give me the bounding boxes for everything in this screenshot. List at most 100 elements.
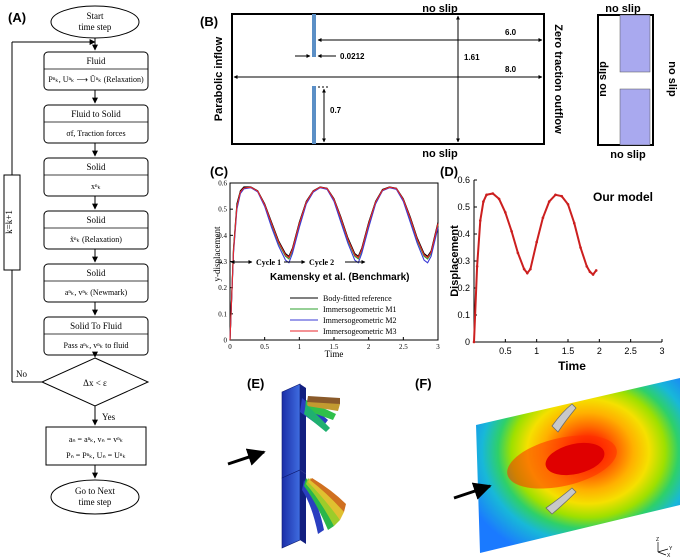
inset-top-label: no slip xyxy=(605,3,641,15)
chart-d-point xyxy=(541,216,545,220)
chart-d-point xyxy=(504,211,507,214)
inflow-label: Parabolic inflow xyxy=(213,36,225,121)
s2f-title: Solid To Fluid xyxy=(70,321,122,331)
yes-label: Yes xyxy=(102,412,116,422)
solid2-eq: x̃ⁿₖ (Relaxation) xyxy=(70,235,122,244)
chart-c-ytick: 0 xyxy=(224,337,228,345)
chart-d-point xyxy=(585,265,589,268)
chart-d-series xyxy=(473,192,597,343)
chart-d-point xyxy=(560,194,564,198)
s2f-eq: Pass aⁿₖ, vⁿₖ to fluid xyxy=(64,341,129,350)
no-label: No xyxy=(16,369,27,379)
update-line-2: Pₙ = Pⁿₖ, Uₙ = Uⁿₖ xyxy=(66,451,126,460)
chart-c-ytick: 0.2 xyxy=(218,284,227,292)
panel-f-flowfield: (F) Z Y X xyxy=(415,376,680,557)
chart-d-point xyxy=(475,265,479,268)
chart-d-point xyxy=(572,221,576,225)
chart-c-xtick: 1.5 xyxy=(330,343,339,351)
chart-c-ytick: 0.4 xyxy=(218,232,227,240)
chart-c-ytick: 0.6 xyxy=(218,180,227,188)
solid3-title: Solid xyxy=(86,268,106,278)
chart-d-point xyxy=(525,271,529,275)
chart-d-xtick: 1 xyxy=(534,346,539,356)
fluid-box xyxy=(43,51,149,91)
start-line-1: Start xyxy=(87,11,104,21)
annot-benchmark: Kamensky et al. (Benchmark) xyxy=(270,272,410,283)
chart-c-ytick: 0.1 xyxy=(218,310,227,318)
chart-d-point xyxy=(566,203,570,206)
inset-bottom-label: no slip xyxy=(610,149,646,161)
panel-label-b: (B) xyxy=(200,14,218,29)
chart-d-ytick: 0.5 xyxy=(457,202,470,212)
legend-m2: Immersogeometric M2 xyxy=(323,316,397,325)
loop-counter: k=k+1 xyxy=(4,210,14,234)
lower-leaflet-3d xyxy=(281,469,346,549)
axis-x: X xyxy=(667,553,671,557)
chart-d-ylabel: Displacement xyxy=(449,225,461,297)
chart-d-xtick: 0.5 xyxy=(499,346,512,356)
lower-leaflet-f xyxy=(545,487,577,515)
dim-height: 1.61 xyxy=(464,53,480,62)
chart-c-ylabel: y-displacement xyxy=(212,226,222,281)
upper-leaflet xyxy=(312,14,316,57)
loop-counter-box xyxy=(3,174,21,271)
chart-c-xtick: 0.5 xyxy=(260,343,269,351)
chart-c-xtick: 3 xyxy=(436,343,440,351)
upper-leaflet-3d xyxy=(281,383,340,479)
end-line-2: time step xyxy=(79,497,112,507)
panel-a-flowchart: (A) Start time step Fluid Pⁿₖ, Uⁿₖ ⟶ Ũⁿₖ… xyxy=(3,5,150,515)
chart-d-point xyxy=(485,193,488,197)
panel-label-c: (C) xyxy=(210,164,228,179)
start-line-2: time step xyxy=(79,22,112,32)
chart-c-xtick: 2 xyxy=(367,343,371,351)
legend-m3: Immersogeometric M3 xyxy=(323,327,397,336)
dim-thickness: 0.0212 xyxy=(340,52,365,61)
f2s-title: Fluid to Solid xyxy=(71,109,121,119)
solid3-eq: aⁿₖ, vⁿₖ (Newmark) xyxy=(65,288,128,297)
dim-total: 8.0 xyxy=(505,65,517,74)
panel-label-e: (E) xyxy=(247,376,264,391)
chart-d-point xyxy=(579,246,582,249)
panel-label-d: (D) xyxy=(440,164,458,179)
upper-leaflet-f xyxy=(551,403,577,433)
chart-d-ytick: 0 xyxy=(465,337,470,347)
panel-b-domain: (B) no slip no slip Parabolic inflow Zer… xyxy=(200,3,678,161)
chart-d-xtick: 1.5 xyxy=(562,346,575,356)
dim-length: 6.0 xyxy=(505,28,517,37)
inset-lower-leaflet xyxy=(619,88,651,146)
fluid-eq: Pⁿₖ, Uⁿₖ ⟶ Ũⁿₖ (Relaxation) xyxy=(48,74,144,84)
solid-box-1 xyxy=(43,157,149,197)
panel-label-a: (A) xyxy=(8,10,26,25)
f2s-eq: σf, Traction forces xyxy=(66,129,125,138)
chart-d-xtick: 3 xyxy=(659,346,664,356)
chart-d-point xyxy=(594,269,598,272)
chart-d-point xyxy=(522,267,526,271)
chart-c-ytick: 0.5 xyxy=(218,206,227,214)
chart-c-series-3 xyxy=(229,186,439,341)
chart-d-point xyxy=(535,240,538,244)
chart-d-point xyxy=(497,197,501,201)
annot-our-model: Our model xyxy=(593,190,653,204)
top-wall-label: no slip xyxy=(422,3,458,15)
chart-c-xtick: 2.5 xyxy=(399,343,408,351)
chart-c-ytick: 0.3 xyxy=(218,258,227,266)
chart-d-point xyxy=(478,219,482,222)
solid1-eq: xⁿₖ xyxy=(91,182,101,191)
channel-box xyxy=(231,13,545,145)
axis-y: Y xyxy=(669,546,673,552)
chart-d-xlabel: Time xyxy=(558,359,586,373)
chart-d-ytick: 0.3 xyxy=(457,256,470,266)
chart-d-ytick: 0.1 xyxy=(457,310,470,320)
axes-triad: Z Y X xyxy=(656,537,673,557)
chart-d-xtick: 2 xyxy=(597,346,602,356)
legend-ref: Body-fitted reference xyxy=(323,294,392,303)
chart-d-point xyxy=(547,200,551,203)
panel-label-f: (F) xyxy=(415,376,432,391)
inset-right-label: no slip xyxy=(666,61,678,97)
chart-d-point xyxy=(554,193,557,197)
update-box xyxy=(45,426,147,466)
annot-cycle-1: Cycle 1 xyxy=(256,258,281,267)
chart-c-xtick: 0 xyxy=(228,343,232,351)
fluid-title: Fluid xyxy=(86,56,106,66)
